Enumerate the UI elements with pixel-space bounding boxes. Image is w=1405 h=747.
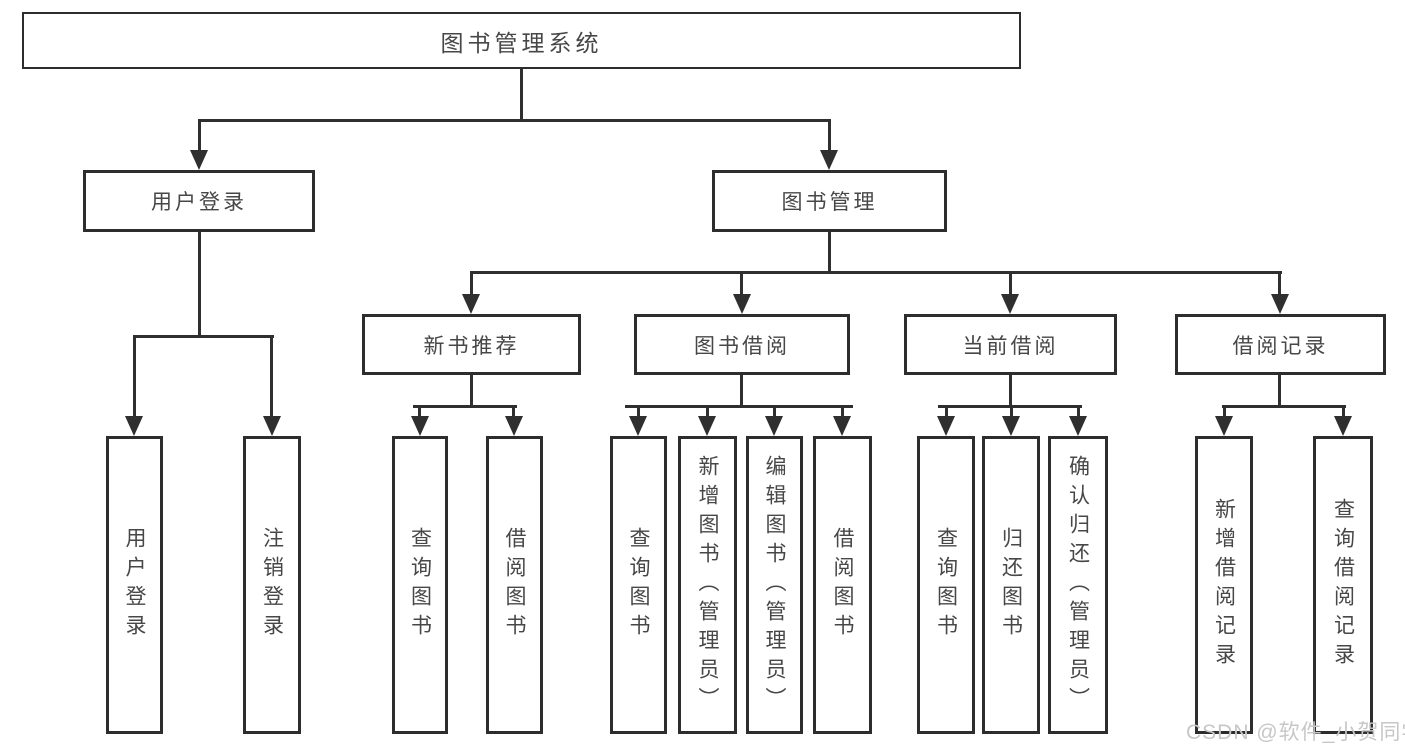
node-borrowing-records: 借阅记录: [1175, 314, 1386, 375]
node-leaf-add-book-admin: 新增图书（管理员）: [678, 436, 737, 734]
node-leaf-user-login: 用户登录: [106, 436, 163, 734]
node-label: 查询图书: [934, 527, 958, 643]
node-label: 用户登录: [123, 527, 146, 643]
line-segment: [637, 405, 640, 418]
arrow-down-icon: [505, 416, 523, 436]
line-segment: [1009, 375, 1012, 408]
node-label: 查询图书: [408, 527, 432, 643]
node-label: 当前借阅: [962, 334, 1059, 358]
arrow-down-icon: [765, 416, 783, 436]
arrow-down-icon: [733, 294, 751, 314]
node-current-borrowing: 当前借阅: [904, 314, 1117, 375]
arrow-down-icon: [698, 416, 716, 436]
node-book-borrowing: 图书借阅: [634, 314, 850, 375]
node-label: 编辑图书（管理员）: [763, 454, 786, 716]
node-leaf-query-borrow-record: 查询借阅记录: [1313, 436, 1373, 734]
node-label: 图书借阅: [694, 334, 790, 358]
node-leaf-logout: 注销登录: [243, 436, 301, 734]
node-leaf-query-book-current: 查询图书: [917, 436, 975, 734]
node-label: 查询图书: [627, 527, 650, 643]
line-segment: [418, 405, 421, 418]
line-segment: [706, 405, 709, 418]
node-label: 新书推荐: [423, 334, 520, 358]
line-segment: [470, 271, 1282, 274]
arrow-down-icon: [1001, 294, 1019, 314]
node-label: 用户登录: [151, 191, 247, 214]
node-leaf-query-book-recommend: 查询图书: [392, 436, 448, 734]
line-segment: [828, 119, 831, 152]
line-segment: [198, 232, 201, 338]
arrow-down-icon: [1334, 416, 1352, 436]
line-segment: [773, 405, 776, 418]
arrow-down-icon: [1002, 416, 1020, 436]
node-label: 图书管理: [781, 191, 878, 214]
arrow-down-icon: [820, 150, 838, 170]
line-segment: [1009, 271, 1012, 296]
arrow-down-icon: [125, 416, 143, 436]
node-label: 借阅记录: [1232, 334, 1329, 358]
node-label: 借阅图书: [831, 527, 854, 643]
line-segment: [270, 335, 273, 418]
node-leaf-add-borrow-record: 新增借阅记录: [1195, 436, 1253, 734]
arrow-down-icon: [462, 294, 480, 314]
line-segment: [740, 271, 743, 296]
node-user-login: 用户登录: [83, 170, 315, 232]
arrow-down-icon: [629, 416, 647, 436]
node-label: 注销登录: [260, 527, 284, 643]
arrow-down-icon: [1069, 416, 1087, 436]
arrow-down-icon: [1215, 416, 1233, 436]
node-label: 确认归还（管理员）: [1066, 454, 1090, 716]
node-label: 借阅图书: [503, 527, 526, 643]
line-segment: [1222, 405, 1346, 408]
node-leaf-borrow-book-recommend: 借阅图书: [486, 436, 543, 734]
line-segment: [1010, 405, 1013, 418]
node-label: 新增借阅记录: [1212, 498, 1236, 672]
line-segment: [133, 335, 136, 418]
line-segment: [512, 405, 515, 418]
node-new-book-recommendation: 新书推荐: [362, 314, 581, 375]
line-segment: [520, 69, 523, 122]
arrow-down-icon: [411, 416, 429, 436]
arrow-down-icon: [937, 416, 955, 436]
line-segment: [413, 405, 517, 408]
node-label: 图书管理系统: [440, 29, 603, 56]
arrow-down-icon: [263, 416, 281, 436]
line-segment: [470, 271, 473, 296]
node-leaf-borrow-book: 借阅图书: [813, 436, 872, 734]
line-segment: [828, 232, 831, 274]
line-segment: [1278, 271, 1281, 296]
arrow-down-icon: [190, 150, 208, 170]
line-segment: [1278, 375, 1281, 408]
line-segment: [470, 375, 473, 408]
line-segment: [1077, 405, 1080, 418]
node-leaf-confirm-return-admin: 确认归还（管理员）: [1048, 436, 1108, 734]
node-leaf-return-book: 归还图书: [982, 436, 1040, 734]
line-segment: [133, 335, 274, 338]
line-segment: [198, 119, 201, 152]
line-segment: [945, 405, 948, 418]
node-library-management-system: 图书管理系统: [22, 12, 1021, 69]
node-label: 查询借阅记录: [1331, 498, 1355, 672]
line-segment: [740, 375, 743, 408]
arrow-down-icon: [833, 416, 851, 436]
line-segment: [1342, 405, 1345, 418]
line-segment: [841, 405, 844, 418]
arrow-down-icon: [1271, 294, 1289, 314]
line-segment: [1223, 405, 1226, 418]
node-leaf-query-book-borrowing: 查询图书: [610, 436, 667, 734]
node-book-management: 图书管理: [712, 170, 947, 232]
node-leaf-edit-book-admin: 编辑图书（管理员）: [746, 436, 803, 734]
line-segment: [625, 405, 853, 408]
node-label: 新增图书（管理员）: [696, 454, 719, 716]
node-label: 归还图书: [999, 527, 1023, 643]
line-segment: [198, 119, 831, 122]
